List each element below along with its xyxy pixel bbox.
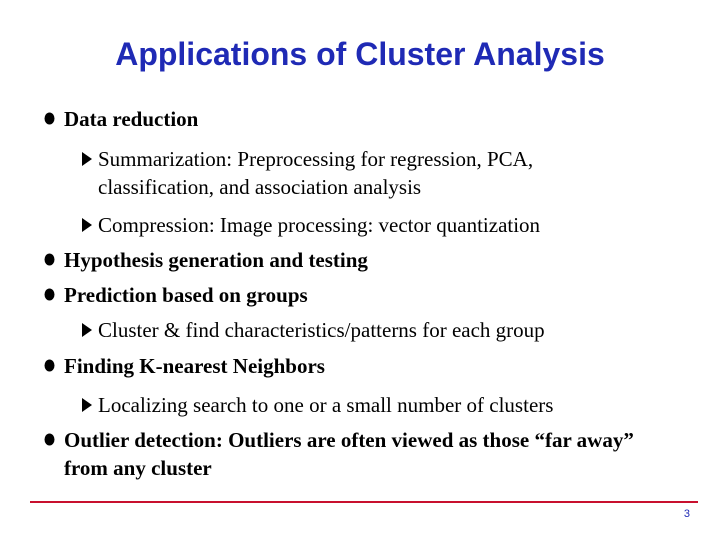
slide-title: Applications of Cluster Analysis bbox=[115, 36, 605, 72]
subbullet-text: Localizing search to one or a small numb… bbox=[98, 393, 554, 417]
triangle-bullet-icon bbox=[82, 152, 92, 166]
page-number: 3 bbox=[683, 508, 690, 520]
bullet-text: Hypothesis generation and testing bbox=[64, 248, 368, 272]
triangle-bullet-icon bbox=[82, 218, 92, 232]
bullet-text: Finding K-nearest Neighbors bbox=[64, 354, 325, 378]
bullet-text: Prediction based on groups bbox=[64, 283, 308, 307]
bullet-text: Data reduction bbox=[64, 107, 199, 131]
triangle-bullet-icon bbox=[82, 398, 92, 412]
bullet-icon bbox=[44, 253, 55, 266]
subbullet-text: Summarization: Preprocessing for regress… bbox=[98, 147, 534, 199]
bullet-icon bbox=[44, 433, 55, 446]
subbullet-text: Compression: Image processing: vector qu… bbox=[98, 213, 541, 237]
bullet-icon bbox=[44, 359, 55, 372]
bullet-icon bbox=[44, 112, 55, 125]
bullet-text: Outlier detection: Outliers are often vi… bbox=[64, 428, 634, 480]
subbullet-text: Cluster & find characteristics/patterns … bbox=[98, 318, 545, 342]
triangle-bullet-icon bbox=[82, 323, 92, 337]
footer-rule bbox=[30, 501, 698, 503]
bullet-icon bbox=[44, 288, 55, 301]
